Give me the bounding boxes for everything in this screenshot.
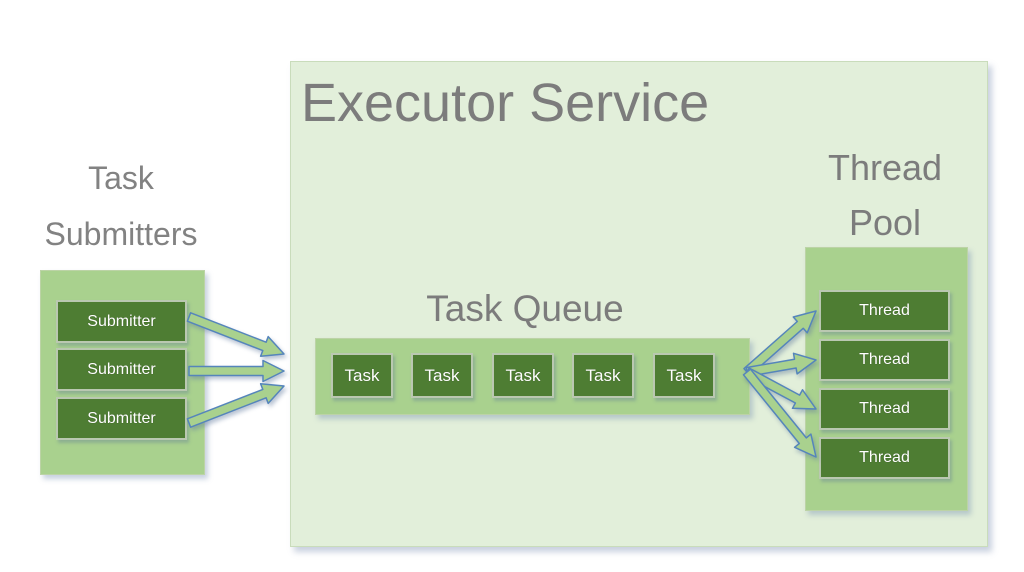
task-box-3: Task (492, 353, 554, 398)
executor-service-title: Executor Service (301, 73, 710, 133)
task-box-4: Task (572, 353, 634, 398)
task-box-1: Task (331, 353, 393, 398)
task-queue-title: Task Queue (426, 288, 624, 329)
task-box-5: Task (653, 353, 715, 398)
thread-box-4: Thread (819, 437, 950, 479)
submitter-box-3: Submitter (56, 397, 187, 440)
thread-pool-title: Thread Pool (827, 147, 943, 243)
task-box-2: Task (411, 353, 473, 398)
thread-box-3: Thread (819, 388, 950, 430)
submitter-box-1: Submitter (56, 300, 187, 343)
submitter-box-2: Submitter (56, 348, 187, 391)
thread-box-2: Thread (819, 339, 950, 381)
thread-box-1: Thread (819, 290, 950, 332)
task-submitters-title: Task Submitters (44, 160, 198, 252)
